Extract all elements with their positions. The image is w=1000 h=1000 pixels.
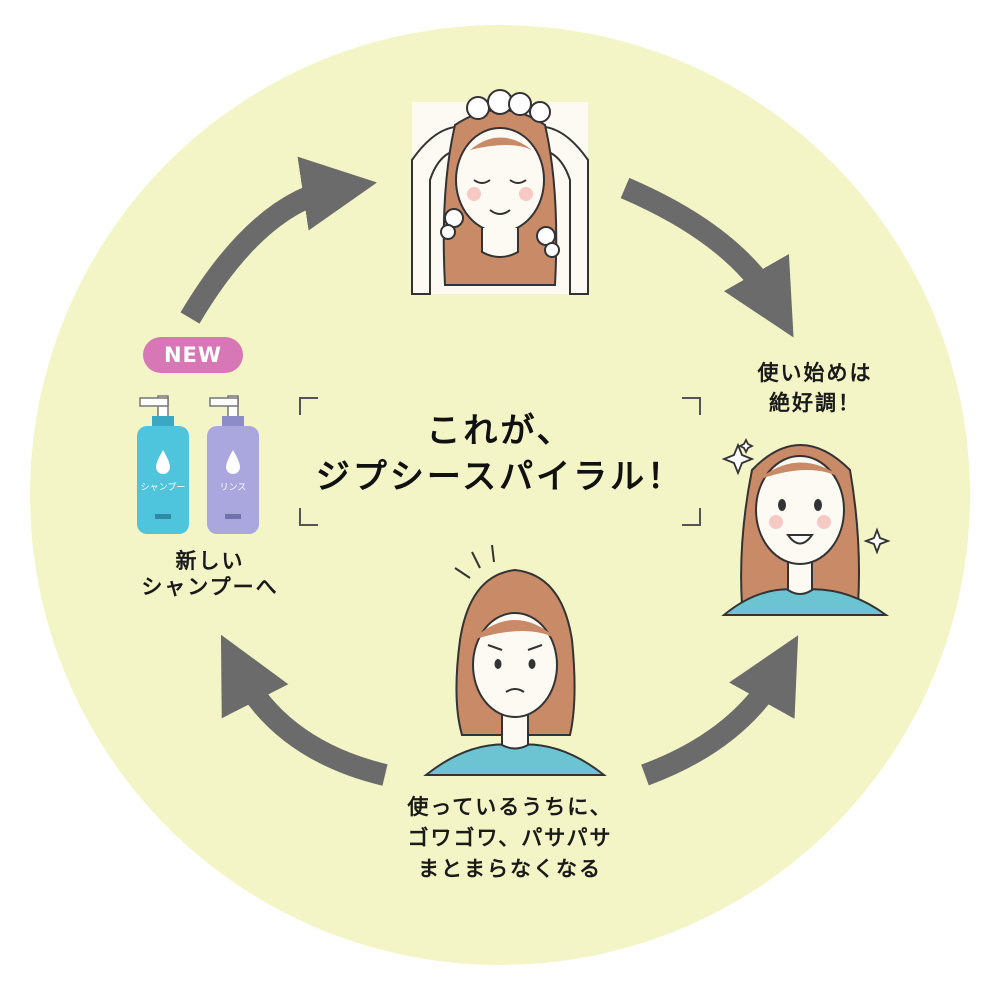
new-shampoo-line-1: 新しい — [175, 549, 245, 573]
worry-lines-icon — [454, 544, 495, 579]
arrow-left-to-top — [180, 156, 377, 324]
shampoo-bottle-label: シャンプー — [141, 482, 186, 493]
decline-line-1: 使っているうちに、 — [407, 795, 613, 819]
title-line-2: ジプシースパイラル！ — [315, 457, 685, 497]
good-start-line-1: 使い始めは — [757, 361, 873, 385]
arrow-top-to-right — [620, 177, 794, 338]
title-line-1: これが、 — [426, 411, 574, 451]
rinse-bottle-label: リンス — [220, 483, 247, 493]
happy-woman-illustration — [721, 437, 891, 616]
drop-icon — [226, 450, 240, 474]
good-start-label: 使い始めは 絶好調！ — [720, 358, 910, 418]
diagram-title: これが、 ジプシースパイラル！ — [290, 408, 710, 500]
good-start-line-2: 絶好調！ — [769, 391, 861, 415]
sparkle-icon — [721, 437, 891, 555]
arrow-bottom-to-left — [220, 634, 388, 786]
worried-woman-illustration — [423, 544, 607, 776]
washing-hair-illustration — [411, 89, 589, 295]
shampoo-bottle: シャンプー — [137, 395, 189, 534]
shampoo-bottles-illustration: シャンプー リンス — [137, 395, 259, 534]
title-brackets — [299, 397, 701, 526]
decline-line-3: まとまらなくなる — [418, 857, 602, 881]
arrow-bottom-to-right — [641, 635, 799, 786]
decline-line-2: ゴワゴワ、パサパサ — [407, 826, 613, 850]
decline-label: 使っているうちに、 ゴワゴワ、パサパサ まとまらなくなる — [360, 792, 660, 885]
rinse-bottle: リンス — [207, 395, 259, 534]
new-badge: NEW — [143, 337, 243, 373]
drop-icon — [156, 450, 170, 474]
foam-icon — [440, 89, 560, 258]
new-shampoo-label: 新しい シャンプーへ — [90, 548, 330, 600]
new-shampoo-line-2: シャンプーへ — [141, 575, 279, 599]
